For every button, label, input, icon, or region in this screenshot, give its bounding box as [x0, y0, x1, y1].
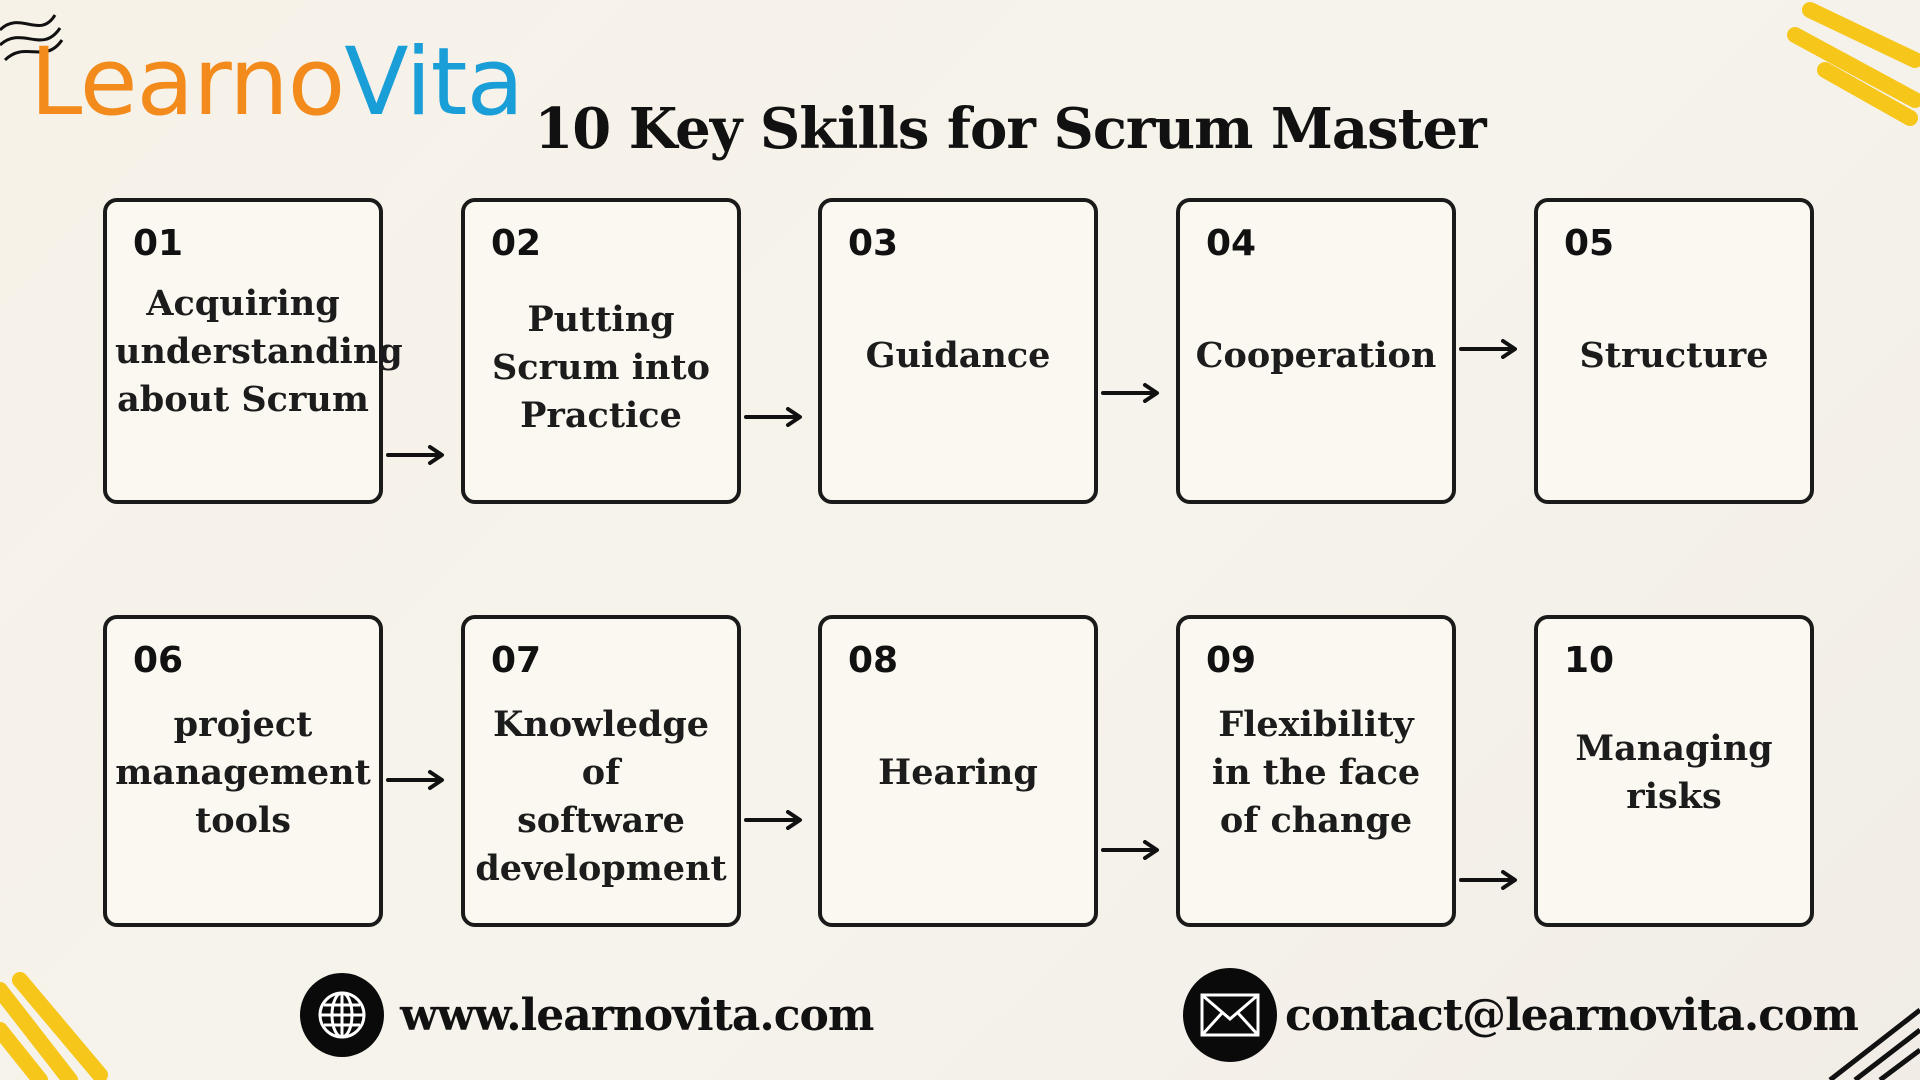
stripe-decoration-icon: [1828, 1008, 1920, 1080]
globe-icon: [300, 973, 384, 1057]
logo-part-learno: Learno: [30, 28, 345, 137]
skill-label: Hearing: [878, 752, 1038, 793]
skill-label: project management tools: [115, 704, 371, 841]
skill-number: 07: [491, 640, 542, 681]
arrow-right-icon: [386, 770, 444, 790]
arrow-right-icon: [1101, 383, 1159, 403]
skill-card-06: 06 project management tools: [103, 615, 383, 927]
skill-number: 05: [1564, 223, 1615, 264]
email-contact[interactable]: contact@learnovita.com: [1183, 968, 1859, 1062]
skill-label: Guidance: [865, 335, 1051, 376]
skill-card-07: 07 Knowledge of software development: [461, 615, 741, 927]
envelope-icon: [1183, 968, 1277, 1062]
skill-label: Knowledge of software development: [475, 704, 727, 889]
arrow-right-icon: [1101, 840, 1159, 860]
website-link[interactable]: www.learnovita.com: [400, 989, 874, 1041]
skill-label: Flexibility in the face of change: [1211, 704, 1421, 841]
email-link[interactable]: contact@learnovita.com: [1285, 989, 1859, 1041]
skill-label: Acquiring understanding about Scrum: [115, 283, 403, 420]
website-contact[interactable]: www.learnovita.com: [300, 970, 874, 1060]
skill-card-09: 09 Flexibility in the face of change: [1176, 615, 1456, 927]
skill-number: 06: [133, 640, 184, 681]
arrow-right-icon: [744, 407, 802, 427]
arrow-right-icon: [744, 810, 802, 830]
skill-card-04: 04 Cooperation: [1176, 198, 1456, 504]
logo-part-vita: Vita: [344, 28, 524, 137]
learnovita-logo: LearnoVita: [30, 36, 524, 130]
arrow-right-icon: [386, 445, 444, 465]
squiggle-decoration-icon: [0, 14, 64, 62]
skill-card-10: 10 Managing risks: [1534, 615, 1814, 927]
skill-number: 09: [1206, 640, 1257, 681]
skill-card-02: 02 Putting Scrum into Practice: [461, 198, 741, 504]
skill-number: 02: [491, 223, 542, 264]
arrow-right-icon: [1459, 870, 1517, 890]
skill-label: Managing risks: [1575, 728, 1773, 817]
skill-card-05: 05 Structure: [1534, 198, 1814, 504]
arrow-right-icon: [1459, 339, 1517, 359]
skill-card-01: 01 Acquiring understanding about Scrum: [103, 198, 403, 504]
skill-number: 10: [1564, 640, 1615, 681]
skill-card-08: 08 Hearing: [818, 615, 1098, 927]
skill-label: Putting Scrum into Practice: [492, 299, 710, 436]
yellow-brush-decoration-icon: [0, 972, 108, 1080]
skill-number: 01: [133, 223, 184, 264]
page-title: 10 Key Skills for Scrum Master: [534, 96, 1486, 162]
skill-number: 08: [848, 640, 899, 681]
skill-number: 04: [1206, 223, 1257, 264]
skill-number: 03: [848, 223, 899, 264]
skill-card-03: 03 Guidance: [818, 198, 1098, 504]
skill-label: Cooperation: [1195, 335, 1437, 376]
skill-label: Structure: [1579, 335, 1769, 376]
yellow-brush-decoration-icon: [1787, 2, 1920, 126]
